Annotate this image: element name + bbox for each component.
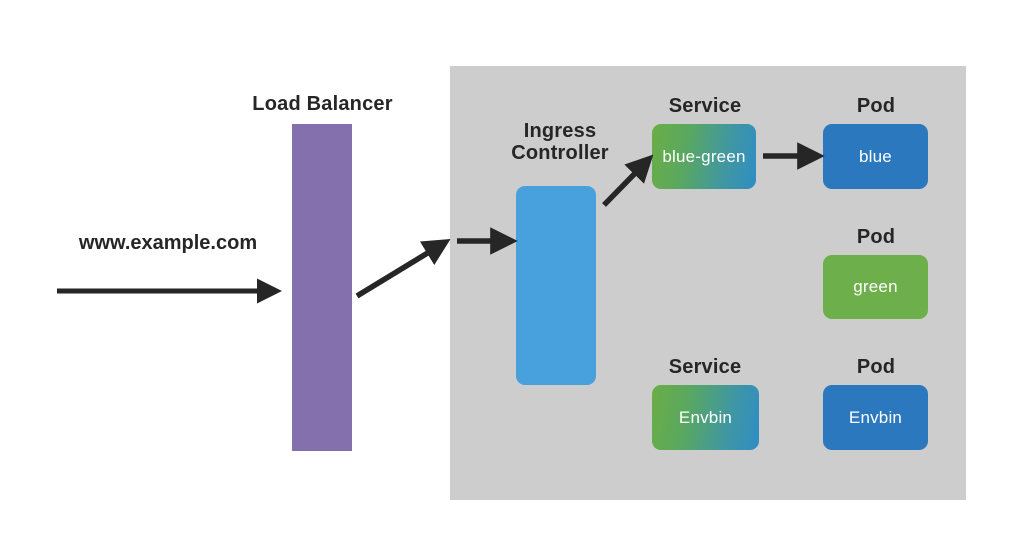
pod-green-caption: Pod <box>856 226 896 248</box>
service-bluegreen-caption: Service <box>668 95 742 117</box>
ingress-caption-line1: Ingress <box>523 120 597 142</box>
service-bluegreen-box[interactable]: blue-green <box>652 124 756 189</box>
pod-envbin-caption: Pod <box>856 356 896 378</box>
load-balancer-caption: Load Balancer <box>252 93 393 115</box>
pod-blue-caption: Pod <box>856 95 896 117</box>
load-balancer-bar[interactable] <box>292 124 352 451</box>
pod-envbin-box[interactable]: Envbin <box>823 385 928 450</box>
pod-blue-box[interactable]: blue <box>823 124 928 189</box>
ingress-caption-line2: Controller <box>511 142 609 165</box>
service-envbin-box[interactable]: Envbin <box>652 385 759 450</box>
pod-green-box[interactable]: green <box>823 255 928 319</box>
loadbalancer-to-cluster-arrow <box>355 238 451 299</box>
service-envbin-caption: Service <box>668 356 742 378</box>
ingress-controller-box[interactable] <box>516 186 596 385</box>
entry-url-label: www.example.com <box>78 232 258 254</box>
